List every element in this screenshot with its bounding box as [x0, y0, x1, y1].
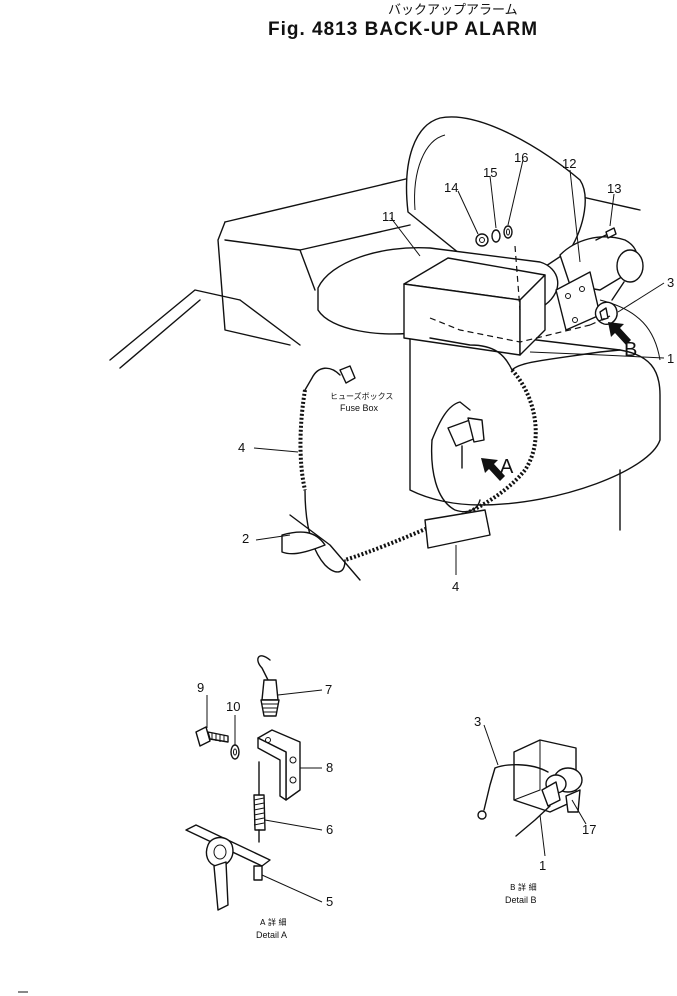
- view-arrow-b: [608, 322, 631, 345]
- part-number-7: 7: [325, 682, 332, 697]
- title-japanese: バックアップアラーム: [388, 3, 518, 18]
- part-number-8: 8: [326, 760, 333, 775]
- part-number-14: 14: [444, 180, 458, 195]
- part-number-13: 13: [607, 181, 621, 196]
- part-number-4-bottom: 4: [452, 579, 459, 594]
- main-leader-lines: [253, 159, 665, 575]
- view-arrow-a: [481, 458, 505, 481]
- part-number-3-main: 3: [667, 275, 674, 290]
- part-number-11: 11: [382, 209, 396, 224]
- part-number-1-detail: 1: [539, 858, 546, 873]
- part-number-3-detail: 3: [474, 714, 481, 729]
- part-number-15: 15: [483, 165, 497, 180]
- part-number-2: 2: [242, 531, 249, 546]
- detail-b-drawing: [477, 739, 583, 837]
- fuse-box-label: Fuse Box: [340, 403, 379, 413]
- main-assembly-drawing: [109, 116, 661, 581]
- part-number-1-main: 1: [667, 351, 674, 366]
- fuse-box-label-japanese: ヒューズボックス: [330, 391, 393, 401]
- detail-b-label: Detail B: [505, 895, 537, 905]
- detail-b-label-japanese: B 詳 細: [510, 882, 537, 892]
- detail-b-leader-lines: [483, 724, 587, 857]
- part-number-16: 16: [514, 150, 528, 165]
- view-label-a: A: [500, 456, 514, 478]
- figure-title: Fig. 4813 BACK-UP ALARM: [268, 19, 538, 40]
- view-label-b: B: [624, 339, 637, 361]
- detail-a-label-japanese: A 詳 細: [260, 917, 287, 927]
- detail-a-leader-lines: [206, 689, 323, 903]
- part-number-17: 17: [582, 822, 596, 837]
- part-number-4-left: 4: [238, 440, 245, 455]
- detail-a-drawing: [185, 655, 301, 911]
- part-number-10: 10: [226, 699, 240, 714]
- part-number-6: 6: [326, 822, 333, 837]
- part-number-5: 5: [326, 894, 333, 909]
- part-number-9: 9: [197, 680, 204, 695]
- detail-a-label: Detail A: [256, 930, 287, 940]
- part-number-12: 12: [562, 156, 576, 171]
